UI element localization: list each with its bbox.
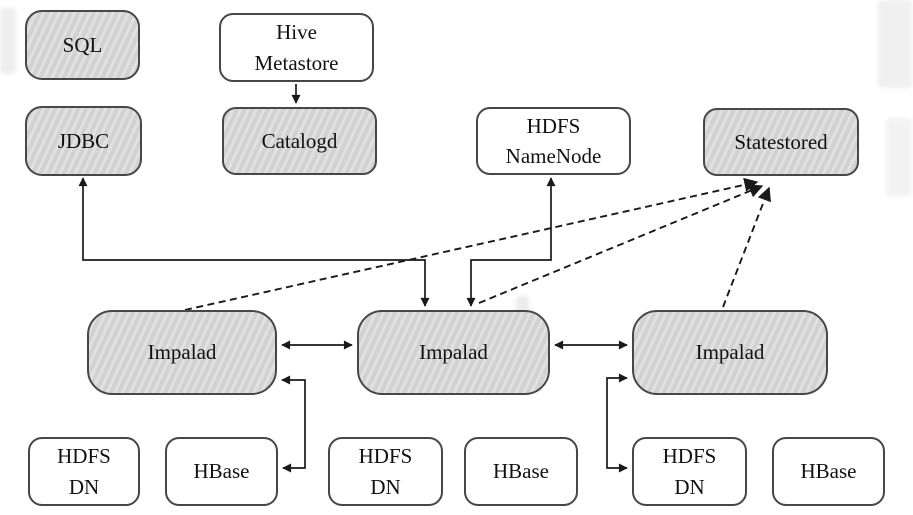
scan-artifact [878, 0, 912, 88]
node-catalogd: Catalogd [222, 107, 377, 175]
node-catalogd-label: Catalogd [261, 128, 338, 153]
node-impalad-center-label: Impalad [419, 340, 488, 365]
node-sql-label: SQL [62, 32, 103, 57]
node-impalad-left: Impalad [87, 310, 277, 395]
node-hbase-right: HBase [772, 437, 885, 506]
node-hdfs-dn-left: HDFS DN [28, 437, 140, 506]
edge-impalad_center--statestored [478, 184, 764, 304]
node-hbase-right-label: HBase [800, 459, 857, 484]
node-impalad-right: Impalad [632, 310, 828, 395]
node-hive-metastore-label-line2: Metastore [254, 50, 339, 75]
node-statestored-label: Statestored [734, 129, 828, 154]
node-hdfs-dn-left-label-line2: DN [68, 474, 100, 499]
node-hdfs-namenode: HDFS NameNode [476, 107, 631, 175]
node-hdfs-dn-right-label-line1: HDFS [662, 444, 717, 469]
node-hbase-left-label: HBase [193, 459, 250, 484]
edge-impalad_left--hbase_left [281, 375, 306, 473]
node-statestored: Statestored [703, 108, 859, 176]
node-hdfs-dn-right-label-line2: DN [674, 474, 705, 499]
node-hdfs-dn-left-label-line1: HDFS [57, 444, 111, 469]
scan-artifact [886, 118, 912, 196]
node-impalad-center: Impalad [357, 310, 550, 395]
node-impalad-right-label: Impalad [695, 340, 765, 365]
edge-impalad_right--hdfs_dn_right [606, 373, 628, 473]
node-hbase-center-label: HBase [493, 459, 549, 484]
edge-jdbc--impalad_center [78, 177, 430, 307]
node-impalad-left-label: Impalad [147, 340, 217, 365]
node-hive-metastore-label-line1: Hive [276, 20, 317, 45]
edge-impalad_left--statestored [184, 177, 759, 311]
node-hbase-left: HBase [165, 437, 278, 506]
node-hdfs-dn-center-label-line2: DN [370, 474, 401, 499]
node-hbase-center: HBase [464, 437, 578, 506]
scan-artifact [0, 8, 16, 74]
node-hdfs-namenode-label-line1: HDFS [526, 113, 581, 138]
node-hdfs-dn-center-label-line1: HDFS [358, 444, 413, 469]
node-hive-metastore: Hive Metastore [219, 13, 374, 82]
edge-impalad_right--statestored [722, 186, 771, 308]
node-hdfs-dn-center: HDFS DN [328, 437, 443, 506]
node-sql: SQL [25, 10, 140, 80]
node-jdbc-label: JDBC [57, 128, 110, 153]
node-hdfs-dn-right: HDFS DN [632, 437, 747, 506]
node-jdbc: JDBC [25, 106, 142, 176]
edge-hdfs_namenode--impalad_center [466, 177, 556, 307]
node-hdfs-namenode-label-line2: NameNode [505, 144, 602, 168]
